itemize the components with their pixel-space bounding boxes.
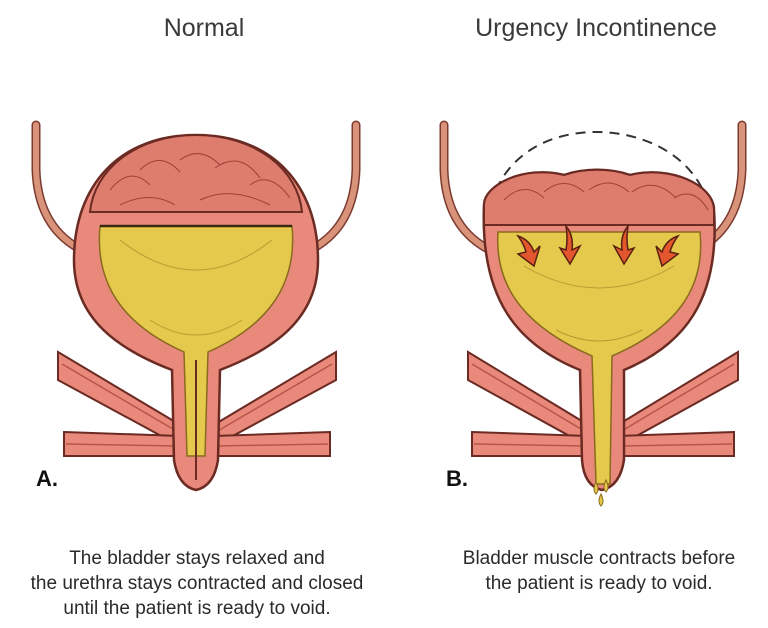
caption-line: the urethra stays contracted and closed	[0, 571, 394, 596]
left-ureter-fill	[36, 125, 78, 248]
panel-urgency-incontinence: Urgency Incontinence	[384, 0, 768, 628]
caption-normal: The bladder stays relaxed and the urethr…	[0, 546, 394, 621]
panel-normal: Normal	[0, 0, 384, 628]
caption-line: the patient is ready to void.	[434, 571, 764, 596]
normal-bladder-illustration	[0, 0, 384, 628]
caption-urgency: Bladder muscle contracts before the pati…	[434, 546, 764, 596]
panel-letter-a: A.	[36, 466, 58, 492]
caption-line: Bladder muscle contracts before	[434, 546, 764, 571]
caption-line: until the patient is ready to void.	[0, 596, 394, 621]
right-ureter-fill	[314, 125, 356, 248]
panel-letter-b: B.	[446, 466, 468, 492]
bladder-dome	[90, 135, 302, 212]
bladder-dome	[484, 170, 714, 225]
drop-icon	[599, 494, 603, 506]
urgency-bladder-illustration	[384, 0, 768, 628]
left-ureter	[444, 125, 486, 248]
caption-line: The bladder stays relaxed and	[0, 546, 394, 571]
